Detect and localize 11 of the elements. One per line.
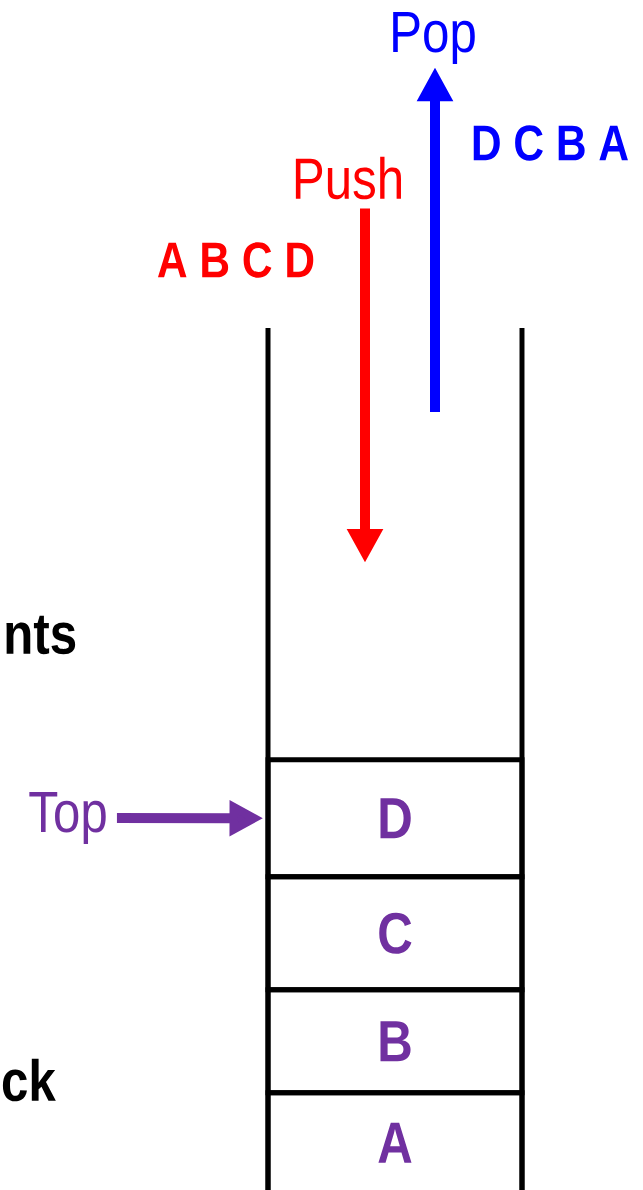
cut-off-text: nts bbox=[6, 615, 76, 655]
pointer-label: Top bbox=[29, 792, 106, 844]
stack-cell: B bbox=[265, 987, 525, 1096]
action-label: Push bbox=[295, 156, 401, 200]
cut-off-text: ck bbox=[2, 1058, 56, 1102]
stack-cell: A bbox=[265, 1090, 525, 1190]
action-label: Pop bbox=[393, 12, 475, 64]
sequence-label: D C B A bbox=[473, 125, 628, 161]
sequence-label: A B C D bbox=[157, 242, 314, 278]
stack-cell: D bbox=[265, 757, 525, 880]
stack-cell: C bbox=[265, 874, 525, 993]
